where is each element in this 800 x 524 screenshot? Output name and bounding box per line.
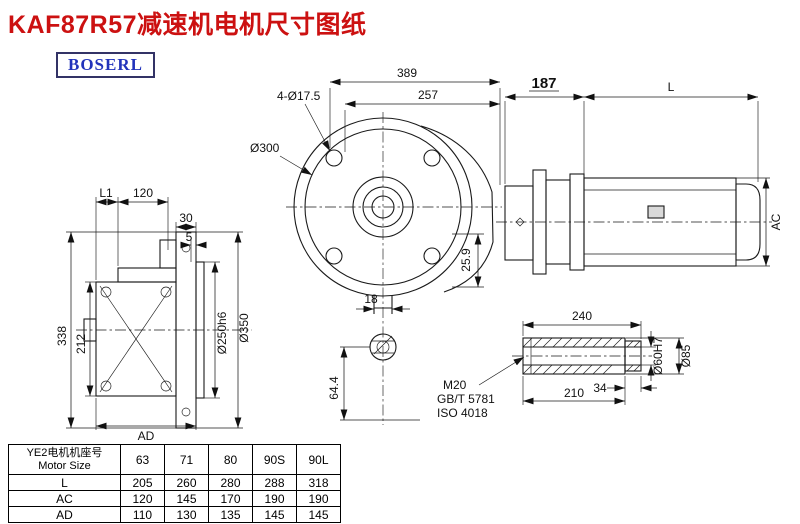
size-column-header: 63 [120,443,165,476]
dim-ac: AC [769,213,783,230]
label-standard-iso: ISO 4018 [437,406,488,420]
row-label: AD [8,506,121,524]
dim-64-4: 64.4 [327,376,341,400]
table-cell: 205 [120,474,165,492]
dim-240: 240 [572,309,592,323]
table-row-ad: AD 110 130 135 145 145 [8,506,341,524]
label-flange-diameter: Ø300 [250,141,280,155]
dim-210: 210 [564,386,584,400]
table-cell: 135 [208,506,253,524]
bolt-hole [423,149,441,167]
table-cell: 120 [120,490,165,508]
table-cell: 318 [296,474,341,492]
table-cell: 280 [208,474,253,492]
dim-85: Ø85 [679,344,693,367]
header-label-cn: YE2电机机座号 [26,447,103,459]
table-cell: 190 [252,490,297,508]
dim-257: 257 [418,88,438,102]
table-row-ac: AC 120 145 170 190 190 [8,490,341,508]
table-cell: 145 [164,490,209,508]
label-standard-gb: GB/T 5781 [437,392,495,406]
bolt-hole [325,247,343,265]
table-header-label: YE2电机机座号 Motor Size [8,443,121,476]
dim-ad: AD [138,429,155,443]
header-label-en: Motor Size [38,459,91,472]
dim-187: 187 [531,75,556,92]
boserl-logo-text: BOSERL [68,55,143,74]
housing-outline [420,125,494,293]
dim-34: 34 [593,381,607,395]
row-label: L [8,474,121,492]
dim-25-9: 25.9 [459,248,473,272]
dim-120: 120 [133,186,153,200]
side-view: L1 120 30 5 338 212 AD Ø250h6 [55,186,252,443]
fan-cover [735,183,761,261]
boserl-logo: BOSERL [56,52,155,78]
row-label: AC [8,490,121,508]
table-cell: 145 [252,506,297,524]
dim-338: 338 [55,326,69,346]
hatch-bottom [522,364,613,375]
dim-motor-length: L [668,80,675,94]
dim-l1: L1 [99,186,113,200]
table-cell: 110 [120,506,165,524]
table-cell: 145 [296,506,341,524]
size-column-header: 80 [208,443,253,476]
bolt-hole [325,149,343,167]
label-thread: M20 [443,378,467,392]
size-column-header: 90L [296,443,341,476]
label-bolt-holes: 4-Ø17.5 [277,89,321,103]
hatch-top [522,337,623,348]
table-header-row: YE2电机机座号 Motor Size 63 71 80 90S 90L [8,443,341,476]
dim-60h7: Ø60H7 [651,337,665,375]
motor-size-table: YE2电机机座号 Motor Size 63 71 80 90S 90L L 2… [8,443,341,524]
dim-5: 5 [186,230,193,244]
table-row-l: L 205 260 280 288 318 [8,474,341,492]
size-column-header: 71 [164,443,209,476]
table-cell: 190 [296,490,341,508]
table-cell: 288 [252,474,297,492]
flange-circle-inner [304,128,462,286]
size-column-header: 90S [252,443,297,476]
page-title: KAF87R57减速机电机尺寸图纸 [8,11,367,39]
dim-350: Ø350 [237,313,251,343]
dim-30: 30 [179,211,193,225]
bolt-hole [423,247,441,265]
shaft-detail-view: 240 210 34 Ø60H7 Ø85 M20 GB/T 5781 ISO 4… [437,309,693,420]
motor-view: 187 L AC [496,75,783,275]
dim-250h6: Ø250h6 [215,311,229,354]
table-cell: 130 [164,506,209,524]
dim-389: 389 [397,66,417,80]
table-cell: 170 [208,490,253,508]
table-cell: 260 [164,474,209,492]
front-view: 389 257 4-Ø17.5 Ø300 25.9 18 64.4 [250,66,502,425]
motor-nameplate [647,205,665,219]
dim-212: 212 [74,334,88,354]
dim-18: 18 [364,292,378,306]
